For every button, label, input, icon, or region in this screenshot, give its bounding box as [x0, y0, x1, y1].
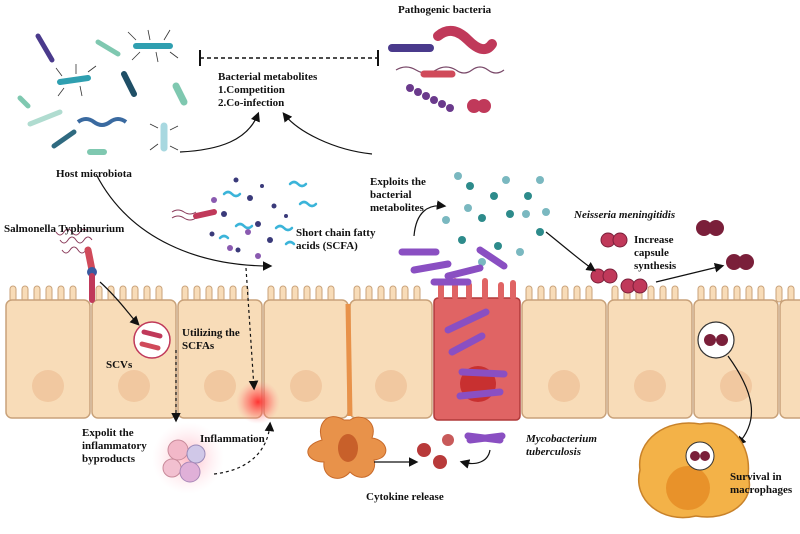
mycobacterium-icon — [398, 246, 508, 444]
label-exploit-1: Expolit the — [82, 427, 134, 439]
label-scfa-2: acids (SCFA) — [296, 240, 358, 252]
label-exploit-2: inflammatory — [82, 440, 147, 452]
label-utilizing-1: Utilizing the — [182, 327, 240, 339]
label-capsule-1: Increase — [634, 234, 674, 246]
label-scfa-1: Short chain fatty — [296, 227, 376, 239]
inflammation-glow — [236, 380, 280, 424]
label-mycobacterium-1: Mycobacterium — [525, 433, 597, 445]
mycobacterium-rod-free — [464, 432, 504, 444]
label-capsule-3: synthesis — [634, 260, 677, 272]
label-utilizing-2: SCFAs — [182, 340, 215, 352]
infected-cell — [433, 278, 521, 421]
scfa-icon — [209, 177, 318, 259]
label-exploit-3: byproducts — [82, 453, 136, 465]
label-coinfection: 2.Co-infection — [218, 97, 284, 109]
arrow-exploits-metabolites — [413, 200, 447, 237]
neisseria-icon — [590, 220, 754, 294]
macrophage-icon — [637, 422, 751, 519]
label-host-microbiota: Host microbiota — [56, 168, 132, 180]
label-neisseria: Neisseria meningitidis — [573, 209, 675, 221]
cytokine-icon — [417, 434, 454, 469]
label-pathogenic-bacteria: Pathogenic bacteria — [398, 4, 492, 16]
label-capsule-2: capsule — [634, 247, 669, 259]
label-mycobacterium-2: tuberculosis — [526, 446, 581, 458]
epithelium-icon — [5, 278, 800, 421]
arrow-mycobacterium-to-cytokine — [459, 449, 491, 469]
microbiota-icon — [17, 29, 188, 155]
neisseria-vacuole-icon — [697, 321, 735, 359]
pathogen-icon — [388, 25, 505, 113]
arrow-byproducts-to-inflammation — [213, 421, 275, 475]
label-bacterial-metabolites: Bacterial metabolites — [218, 71, 318, 83]
arrow-microbiota-to-scfa — [95, 173, 273, 271]
scvs-icon — [133, 321, 171, 359]
arrow-salmonella-to-scvs — [99, 281, 140, 326]
label-scvs: SCVs — [106, 359, 133, 371]
label-exploits-1: Exploits the — [370, 176, 426, 188]
dendritic-cell-icon — [307, 303, 387, 479]
scfa-producer-bacterium — [171, 209, 217, 221]
label-salmonella: Salmonella Typhimurium — [4, 223, 124, 235]
label-survival-2: macrophages — [730, 484, 793, 496]
salmonella-icon — [55, 228, 97, 303]
label-cytokine-release: Cytokine release — [366, 491, 444, 503]
arrow-to-macrophage — [727, 355, 752, 446]
arrow-metabolites-to-neisseria — [545, 231, 596, 272]
label-inflammation: Inflammation — [200, 433, 265, 445]
label-competition: 1.Competition — [218, 84, 285, 96]
arrow-pathogen-to-metabolites — [282, 112, 373, 155]
arrow-microbiota-to-metabolites — [179, 111, 260, 153]
label-exploits-3: metabolites — [370, 202, 424, 214]
immune-cells-icon — [162, 439, 206, 483]
arrow-capsule-synthesis — [655, 263, 725, 283]
metabolites-icon — [442, 172, 550, 266]
label-exploits-2: bacterial — [370, 189, 412, 201]
arrow-scfa-to-inflammation — [245, 267, 259, 391]
label-survival-1: Survival in — [730, 471, 782, 483]
